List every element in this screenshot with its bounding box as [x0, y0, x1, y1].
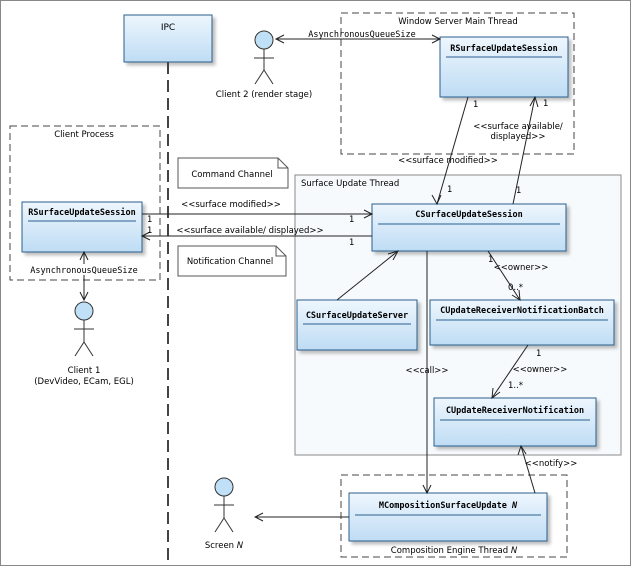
mult-owner-csus: 1: [488, 255, 493, 265]
surface-modified-client-label: <<surface modified>>: [181, 200, 281, 210]
mult-client-notif-left: 1: [147, 226, 152, 236]
surface-available-top-label-1: <<surface available/: [473, 122, 563, 132]
mult-client-notif-right: 1: [349, 238, 354, 248]
call-label: <<call>>: [405, 366, 448, 376]
link-screen: [253, 512, 349, 522]
command-channel-label: Command Channel: [191, 170, 272, 180]
async-queue-top-label: AsynchronousQueueSize: [308, 30, 415, 40]
ipc-label: IPC: [161, 23, 175, 33]
notification-channel-label: Notification Channel: [187, 257, 273, 267]
client1-label-2: (DevVideo, ECam, EGL): [34, 377, 134, 387]
surface-available-top-label-2: displayed>>: [490, 132, 545, 142]
link-owner-batch: [487, 250, 521, 301]
svg-text:Screen N: Screen N: [205, 541, 244, 551]
class-name: CSurfaceUpdateServer: [306, 311, 408, 321]
link-surface-available-top: [512, 95, 539, 205]
notification-channel-note: Notification Channel: [177, 245, 287, 277]
notify-label: <<notify>>: [525, 459, 578, 469]
mult-owner-batch: 0..*: [508, 283, 523, 293]
class-name: CSurfaceUpdateSession: [415, 209, 522, 220]
command-channel-note: Command Channel: [177, 157, 289, 189]
svg-text:Composition Engine Thread N: Composition Engine Thread N: [391, 546, 518, 556]
owner-label-1: <<owner>>: [494, 263, 549, 273]
class-name: MCompositionSurfaceUpdate: [379, 500, 512, 511]
mult-rsus-up-1: 1: [543, 99, 548, 109]
mult-client-cmd-left: 1: [147, 215, 152, 225]
link-server-csus: [336, 250, 400, 301]
surface-modified-top-label: <<surface modified>>: [398, 156, 498, 166]
client-process-title: Client Process: [54, 130, 114, 140]
owner-label-2: <<owner>>: [513, 365, 568, 375]
window-server-title: Window Server Main Thread: [398, 17, 518, 27]
svg-text:MCompositionSurfaceUpdate N: MCompositionSurfaceUpdate N: [379, 500, 518, 511]
class-mcompositionsurfaceupdate: MCompositionSurfaceUpdate N: [348, 492, 548, 542]
screen-label: Screen: [205, 541, 237, 551]
actor-client1: Client 1 (DevVideo, ECam, EGL): [34, 301, 134, 387]
class-rsurfaceupdatesession-server: RSurfaceUpdateSession: [439, 36, 569, 98]
surface-update-thread-title: Surface Update Thread: [301, 179, 399, 189]
client1-label-1: Client 1: [68, 366, 101, 376]
class-name: CUpdateReceiverNotificationBatch: [440, 305, 604, 316]
client2-label: Client 2 (render stage): [216, 90, 312, 100]
mult-owner2-notif: 1..*: [508, 381, 523, 391]
class-cupdatereceivernotification: CUpdateReceiverNotification: [433, 397, 597, 447]
link-owner-notification: [491, 344, 529, 400]
link-surface-modified-client: [142, 209, 374, 219]
link-client1-rsus: [79, 250, 89, 302]
class-csurfaceupdateserver: CSurfaceUpdateServer: [296, 299, 418, 351]
mult-csus-up-2: 1: [516, 186, 521, 196]
mult-csus-up-1: 1: [447, 185, 452, 195]
surface-available-client-label: <<surface available/ displayed>>: [176, 226, 323, 236]
link-surface-available-client: [140, 231, 372, 241]
composition-engine-var: N: [511, 546, 518, 556]
mult-client-cmd-right: 1: [349, 215, 354, 225]
class-name-var: N: [511, 501, 518, 511]
mult-owner2-batch: 1: [536, 349, 541, 359]
actor-screen: Screen N: [205, 477, 244, 551]
mult-rsus-down-1: 1: [473, 100, 478, 110]
class-cupdatereceivernotificationbatch: CUpdateReceiverNotificationBatch: [429, 299, 615, 346]
link-notify: [517, 444, 536, 494]
composition-engine-title: Composition Engine Thread: [391, 546, 511, 556]
class-csurfaceupdatesession: CSurfaceUpdateSession: [371, 203, 567, 252]
screen-label-var: N: [237, 541, 244, 551]
class-name: RSurfaceUpdateSession: [28, 207, 135, 218]
ipc-box: IPC: [123, 14, 213, 63]
class-name: CUpdateReceiverNotification: [446, 405, 584, 416]
link-call: [422, 251, 432, 495]
actor-client2: Client 2 (render stage): [216, 30, 312, 100]
class-rsurfaceupdatesession-client: RSurfaceUpdateSession: [21, 201, 143, 253]
class-name: RSurfaceUpdateSession: [450, 43, 557, 54]
link-surface-modified-top: [431, 96, 469, 206]
link-client2-rsus: [274, 34, 442, 44]
async-queue-client-label: AsynchronousQueueSize: [30, 266, 137, 276]
